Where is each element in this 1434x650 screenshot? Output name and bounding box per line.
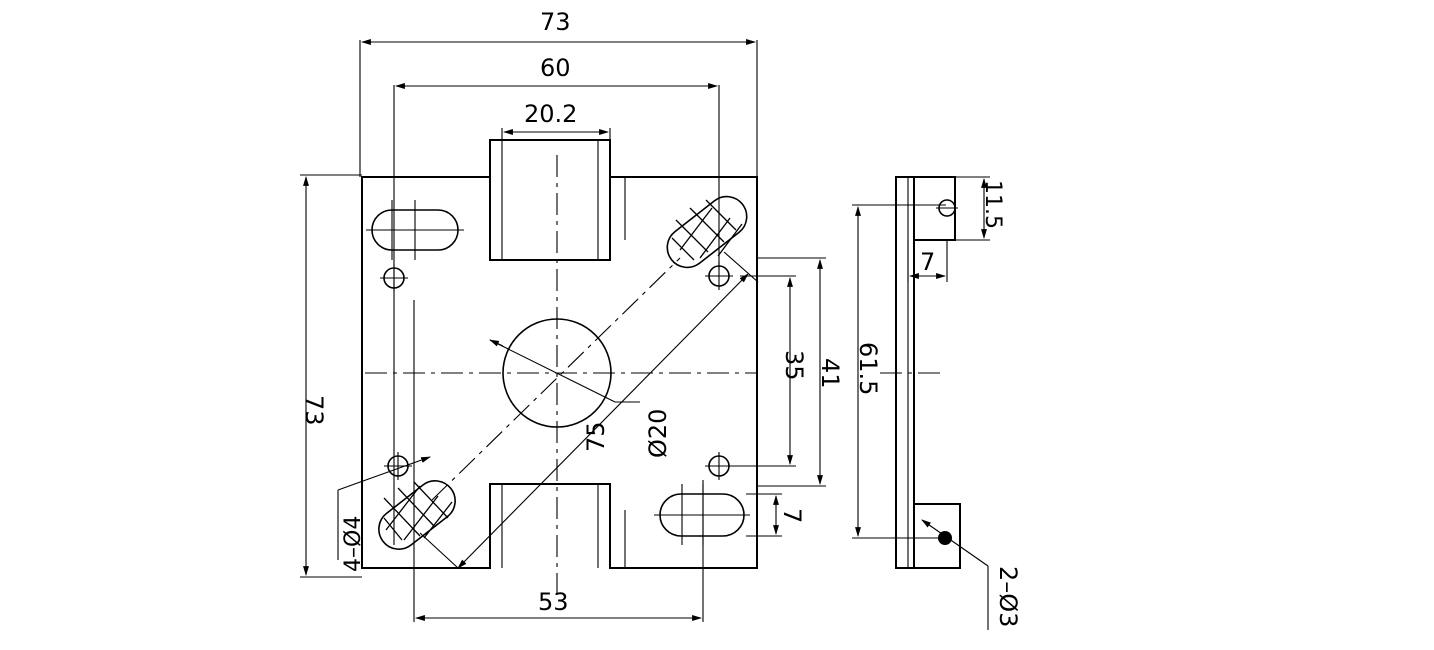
dim-width-mount-text: 60 — [540, 54, 571, 82]
dim-width-outer-text: 73 — [540, 8, 571, 36]
side-bottom-bracket — [914, 503, 961, 569]
slot-bottom-right — [654, 484, 750, 545]
holes-4 — [380, 262, 733, 480]
dim-bore-text: Ø20 — [644, 409, 672, 458]
diagonal-centerline — [431, 257, 681, 501]
dim-diagonal-line — [457, 273, 749, 569]
dim-slot-width-text: 20.2 — [524, 100, 577, 128]
dim-diagonal-ext2 — [723, 251, 759, 283]
dim-diagonal-text: 75 — [582, 421, 610, 452]
notch-lines-bottom — [501, 484, 599, 568]
dim-pitch-vertical-text: 35 — [780, 350, 808, 381]
dim-height-outer-text: 73 — [300, 395, 328, 426]
slot-bottom-left-hatched — [378, 480, 456, 550]
dim-holes-leader — [337, 456, 431, 491]
dim-side-holes-text: 2–Ø3 — [994, 566, 1022, 627]
slot-top-right-hatched — [666, 195, 748, 269]
dim-diagonal-ext1 — [419, 532, 459, 569]
dim-bore-leader — [489, 339, 616, 403]
dim-slot-height-text: 7 — [778, 508, 806, 523]
dim-bottom-span-text: 53 — [538, 588, 569, 616]
notch-lines-top — [489, 240, 611, 260]
dim-side-offset-text: 7 — [920, 248, 935, 276]
side-view: 11.5 7 61.5 2–Ø3 — [852, 176, 1022, 630]
front-view: 75 Ø20 4–Ø4 73 60 20.2 73 35 — [300, 8, 844, 622]
slot-top-left — [366, 200, 464, 260]
dim-side-top-text: 11.5 — [980, 180, 1005, 229]
dim-right-span-text: 41 — [816, 358, 844, 389]
dim-side-holes-leader — [921, 519, 989, 567]
dim-holes-text: 4–Ø4 — [341, 516, 366, 572]
top-tab — [489, 139, 611, 177]
dim-side-height-text: 61.5 — [854, 342, 882, 395]
